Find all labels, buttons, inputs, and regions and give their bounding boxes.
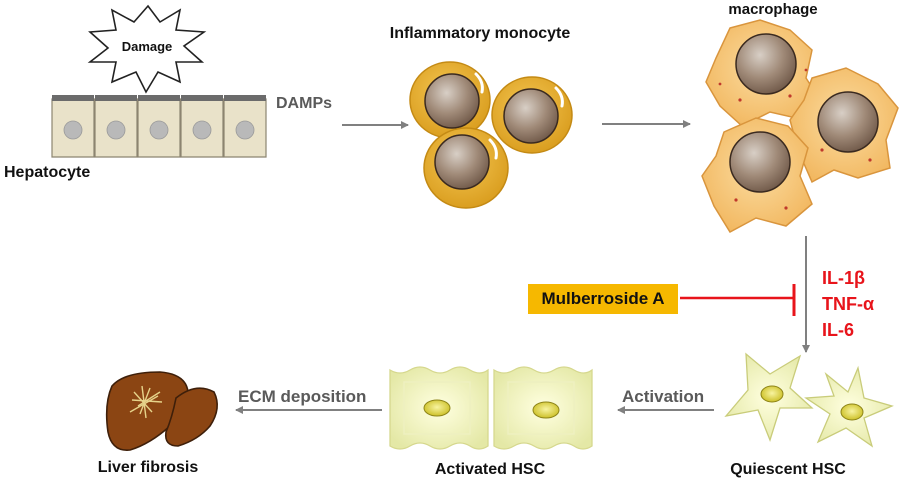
monocyte-cell	[409, 61, 491, 139]
mulberroside-a-label: Mulberroside A	[541, 289, 665, 308]
macrophage-cell	[701, 117, 813, 233]
monocyte-cell	[491, 76, 573, 154]
macrophage-cell	[705, 19, 822, 127]
activated-hsc-cell	[389, 366, 489, 450]
quiescent-hsc-label: Quiescent HSC	[730, 461, 846, 478]
macrophage-cell	[789, 67, 899, 184]
liver-fibrosis-label: Liver fibrosis	[98, 459, 199, 476]
hepatocyte-cell	[180, 95, 224, 158]
quiescent-hsc-cell	[724, 352, 814, 442]
activated-hsc-label: Activated HSC	[435, 461, 546, 478]
damps-label: DAMPs	[276, 95, 332, 112]
monocyte-cluster	[409, 61, 573, 209]
activated-hsc-cell	[493, 366, 593, 450]
macrophage-label: macrophage	[728, 1, 817, 18]
damage-burst-icon	[87, 4, 207, 94]
monocyte-label: Inflammatory monocyte	[390, 25, 571, 42]
mulberroside-a-box: Mulberroside A	[528, 284, 678, 314]
fibrotic-liver-icon	[105, 371, 218, 451]
cytokine-tnfa: TNF-α	[822, 294, 874, 314]
activation-label: Activation	[622, 387, 704, 406]
hepatocyte-row	[51, 95, 267, 158]
hepatocyte-cell	[223, 95, 267, 158]
monocyte-cell	[423, 127, 509, 209]
cytokine-il1b: IL-1β	[822, 268, 865, 288]
inhibition-line	[680, 284, 796, 316]
cytokine-il6: IL-6	[822, 320, 854, 340]
hepatocyte-cell	[94, 95, 138, 158]
hepatocyte-label: Hepatocyte	[4, 164, 90, 181]
hepatocyte-cell	[51, 95, 95, 158]
ecm-deposition-label: ECM deposition	[238, 387, 366, 406]
quiescent-hsc-group	[724, 352, 894, 448]
quiescent-hsc-cell	[804, 365, 894, 448]
macrophage-cluster	[701, 19, 899, 233]
hepatocyte-cell	[137, 95, 181, 158]
activated-hsc-group	[389, 366, 593, 450]
damage-label: Damage	[122, 39, 173, 54]
